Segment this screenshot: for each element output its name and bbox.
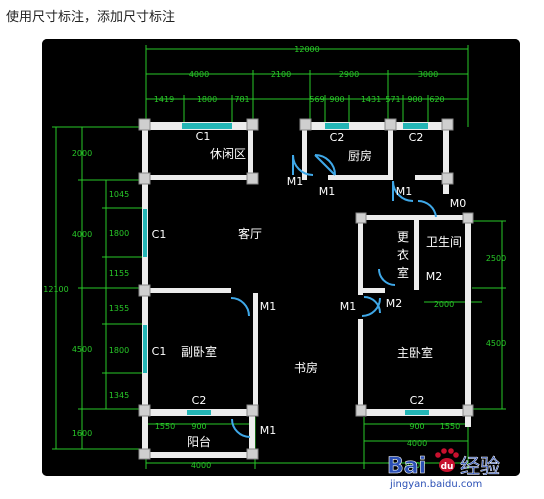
dim-left-inner-1: 1045 xyxy=(109,190,129,199)
floor-plan-svg: 12000 4000 2100 2900 3000 1419 1800 781 … xyxy=(42,39,520,476)
label-c1-left-upper: C1 xyxy=(152,228,167,241)
room-second-bedroom: 副卧室 xyxy=(181,344,217,359)
page-caption: 使用尺寸标注，添加尺寸标注 xyxy=(6,10,176,25)
label-m2-dress: M2 xyxy=(386,297,403,310)
label-m1-right-top: M1 xyxy=(396,185,413,198)
watermark-brand: Bai xyxy=(387,454,426,479)
dim-left-inner-3: 1155 xyxy=(109,269,129,278)
baidu-jingyan-watermark: Bai du 经验 jingyan.baidu.com xyxy=(387,448,500,490)
dim-bottom-inner-1: 1550 xyxy=(155,422,175,431)
dim-left-mid-2: 4000 xyxy=(72,230,92,239)
watermark-url: jingyan.baidu.com xyxy=(389,479,482,490)
dim-left-mid-4: 1600 xyxy=(72,429,92,438)
dim-bottom-inner-3: 900 xyxy=(409,422,424,431)
dim-top-inner-6: 1431 xyxy=(361,95,381,104)
svg-text:du: du xyxy=(441,462,454,472)
dim-top-inner-5: 900 xyxy=(329,95,344,104)
dim-bottom-inner-2: 900 xyxy=(191,422,206,431)
label-c1-left-lower: C1 xyxy=(152,345,167,358)
label-m1-kitchen-a: M1 xyxy=(287,175,304,188)
dim-bottom-inner-4: 1550 xyxy=(440,422,460,431)
label-m0: M0 xyxy=(450,197,467,210)
dim-top-inner-3: 781 xyxy=(234,95,249,104)
dim-left-inner-2: 1800 xyxy=(109,229,129,238)
dim-top-total: 12000 xyxy=(294,45,319,54)
dim-left-mid-1: 2000 xyxy=(72,149,92,158)
walls xyxy=(138,118,474,460)
dimension-lines xyxy=(52,45,506,469)
dim-left-inner-5: 1800 xyxy=(109,346,129,355)
room-labels: 休闲区 厨房 客厅 卫生间 更 衣 室 副卧室 书房 主卧室 阳台 xyxy=(181,147,462,449)
dim-top-mid-3: 2900 xyxy=(339,70,359,79)
label-c1-top: C1 xyxy=(196,130,211,143)
dim-top-mid-1: 4000 xyxy=(189,70,209,79)
room-bathroom: 卫生间 xyxy=(426,235,462,249)
room-balcony: 阳台 xyxy=(187,434,211,449)
label-m1-balcony: M1 xyxy=(260,424,277,437)
dim-left-inner-4: 1355 xyxy=(109,304,129,313)
label-m1-kitchen-b: M1 xyxy=(319,185,336,198)
watermark-brand-cn: 经验 xyxy=(460,454,500,478)
dim-bottom-outer-1: 4000 xyxy=(191,461,211,470)
label-m1-master-bed: M1 xyxy=(340,300,357,313)
dimension-text: 12000 4000 2100 2900 3000 1419 1800 781 … xyxy=(43,45,506,470)
room-study: 书房 xyxy=(294,360,318,375)
label-m1-second-bed: M1 xyxy=(260,300,277,313)
label-c2-kitchen: C2 xyxy=(330,131,345,144)
dim-top-inner-7: 571 xyxy=(385,95,400,104)
room-dressing-3: 室 xyxy=(397,265,409,280)
dim-top-mid-2: 2100 xyxy=(271,70,291,79)
dim-top-inner-1: 1419 xyxy=(154,95,174,104)
dim-left-outer: 12100 xyxy=(43,285,68,294)
dim-top-inner-4: 569 xyxy=(309,95,324,104)
dim-bottom-mid: 4000 xyxy=(407,439,427,448)
dim-top-inner-9: 620 xyxy=(429,95,444,104)
dim-top-inner-2: 1800 xyxy=(197,95,217,104)
dim-right-1: 2500 xyxy=(486,254,506,263)
room-leisure: 休闲区 xyxy=(210,147,246,161)
label-c2-bottom-left: C2 xyxy=(192,394,207,407)
paw-icon: du xyxy=(435,448,459,472)
opening-labels: C1 C2 C2 C1 C1 C2 C2 M1 M1 M1 M0 M2 M2 M… xyxy=(152,130,467,437)
room-living: 客厅 xyxy=(238,226,262,241)
room-master-bedroom: 主卧室 xyxy=(397,345,433,360)
room-dressing-2: 衣 xyxy=(397,247,409,262)
doors xyxy=(230,154,437,438)
dim-top-mid-4: 3000 xyxy=(418,70,438,79)
label-m2-bath: M2 xyxy=(426,270,443,283)
dim-left-mid-3: 4500 xyxy=(72,345,92,354)
dim-right-2: 4500 xyxy=(486,339,506,348)
dim-top-inner-8: 900 xyxy=(407,95,422,104)
label-c2-right: C2 xyxy=(409,131,424,144)
dim-right-small: 2000 xyxy=(434,300,454,309)
floor-plan-drawing: 12000 4000 2100 2900 3000 1419 1800 781 … xyxy=(42,39,520,476)
room-dressing-1: 更 xyxy=(397,230,409,244)
label-c2-bottom-right: C2 xyxy=(410,394,425,407)
room-kitchen: 厨房 xyxy=(348,148,372,163)
dim-left-inner-6: 1345 xyxy=(109,391,129,400)
dim-bottom-outer-2: 4000 xyxy=(405,461,425,470)
